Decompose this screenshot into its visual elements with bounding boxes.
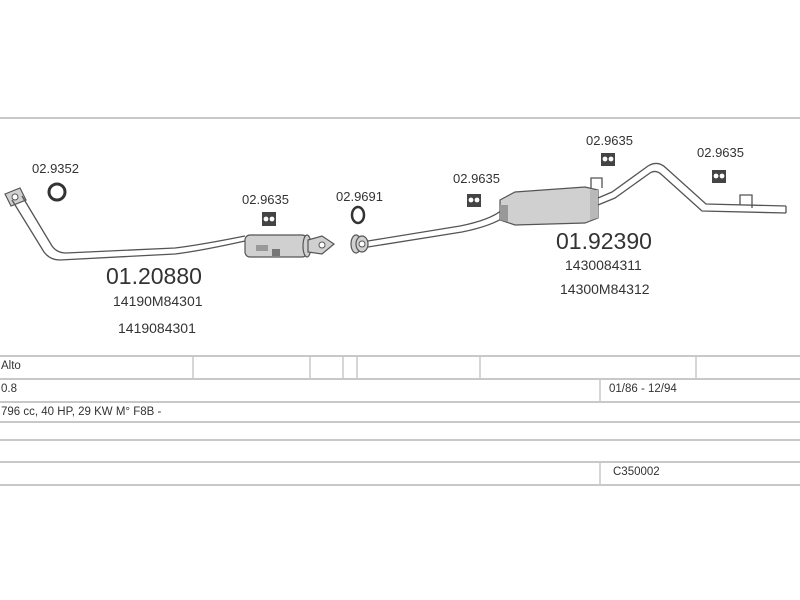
- rear-section-oem-1: 1430084311: [565, 257, 642, 273]
- tail-pipe: [597, 162, 787, 207]
- rubber-hanger-icon: [601, 153, 615, 166]
- part-label-hanger-1: 02.9352: [32, 161, 79, 176]
- gasket-ring-icon: [350, 205, 366, 225]
- rear-section-number: 01.92390: [556, 228, 652, 254]
- part-label-hanger-4: 02.9635: [586, 133, 633, 148]
- table-cell-years: 01/86 - 12/94: [609, 383, 677, 395]
- table-cell-specs: 796 cc, 40 HP, 29 KW M° F8B -: [1, 406, 162, 418]
- front-section-oem-1: 14190M84301: [113, 293, 203, 309]
- front-silencer: [244, 234, 336, 258]
- info-table-grid: [0, 355, 800, 486]
- rubber-hanger-icon: [262, 212, 276, 226]
- front-pipe: [11, 199, 246, 261]
- rear-section-oem-2: 14300M84312: [560, 281, 650, 297]
- middle-pipe: [367, 209, 503, 242]
- table-cell-model: Alto: [1, 360, 21, 372]
- part-label-hanger-5: 02.9635: [697, 145, 744, 160]
- rubber-hanger-icon: [467, 194, 481, 207]
- front-section-oem-2: 1419084301: [118, 320, 196, 336]
- table-cell-engine: 0.8: [1, 383, 17, 395]
- rear-muffler: [499, 186, 599, 226]
- rubber-hanger-icon: [712, 170, 726, 183]
- front-flange: [4, 187, 27, 207]
- part-label-gasket-1: 02.9691: [336, 189, 383, 204]
- part-label-hanger-2: 02.9635: [242, 192, 289, 207]
- table-cell-code: C350002: [613, 466, 660, 478]
- rear-flange: [350, 234, 369, 254]
- part-label-hanger-3: 02.9635: [453, 171, 500, 186]
- front-section-number: 01.20880: [106, 263, 202, 289]
- hanger-ring-icon: [47, 182, 67, 202]
